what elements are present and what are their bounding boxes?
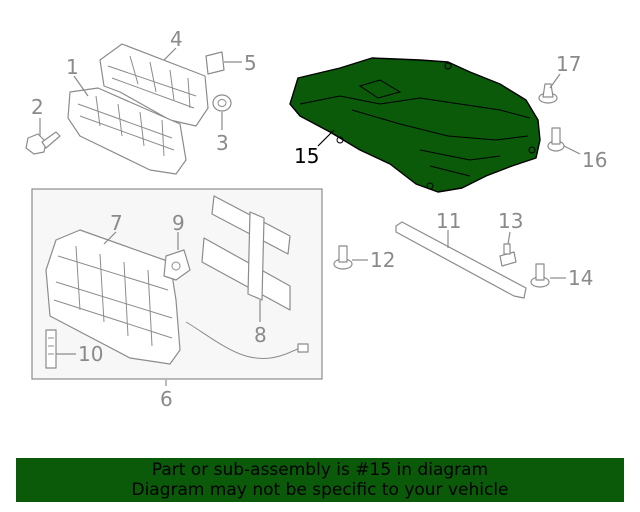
part-7-shutter-frame[interactable]: [45, 229, 181, 365]
part-14-screw[interactable]: [530, 263, 550, 288]
callout-1: 1: [66, 55, 79, 79]
wire-harness: [185, 321, 301, 359]
part-9-actuator[interactable]: [163, 249, 191, 281]
wire-connector: [297, 343, 309, 353]
part-1-lower-air-guide[interactable]: [67, 87, 187, 175]
leader-lines: [39, 47, 581, 386]
notice-line-2: Diagram may not be specific to your vehi…: [131, 480, 509, 500]
part-3-clip[interactable]: [212, 94, 232, 112]
callout-6: 6: [160, 387, 173, 411]
part-8-shutter-blades[interactable]: [201, 195, 291, 311]
part-13-clip[interactable]: [499, 243, 517, 267]
callout-10: 10: [78, 342, 103, 366]
part-4-upper-air-guide[interactable]: [99, 43, 209, 127]
part-15-splash-shield[interactable]: [289, 57, 541, 193]
callout-15: 15: [294, 144, 319, 168]
notice-line-1: Part or sub-assembly is #15 in diagram: [151, 460, 489, 480]
callout-14: 14: [568, 266, 593, 290]
part-16-screw[interactable]: [547, 127, 565, 152]
callout-9: 9: [172, 211, 185, 235]
part-12-screw[interactable]: [333, 245, 353, 270]
callout-4: 4: [170, 27, 183, 51]
callout-12: 12: [370, 248, 395, 272]
callout-8: 8: [254, 323, 267, 347]
part-11-bracket[interactable]: [395, 221, 527, 299]
callout-17: 17: [556, 52, 581, 76]
callout-16: 16: [582, 148, 607, 172]
part-5-pad[interactable]: [205, 51, 225, 75]
callout-13: 13: [498, 209, 523, 233]
callout-5: 5: [244, 51, 257, 75]
callout-7: 7: [110, 211, 123, 235]
callout-2: 2: [31, 95, 44, 119]
part-17-push-clip[interactable]: [538, 83, 558, 104]
callout-11: 11: [436, 209, 461, 233]
notice-banner: Part or sub-assembly is #15 in diagram D…: [16, 458, 624, 502]
part-10-bracket[interactable]: [45, 329, 57, 369]
callout-3: 3: [216, 131, 229, 155]
part-2-bolt[interactable]: [25, 131, 61, 155]
